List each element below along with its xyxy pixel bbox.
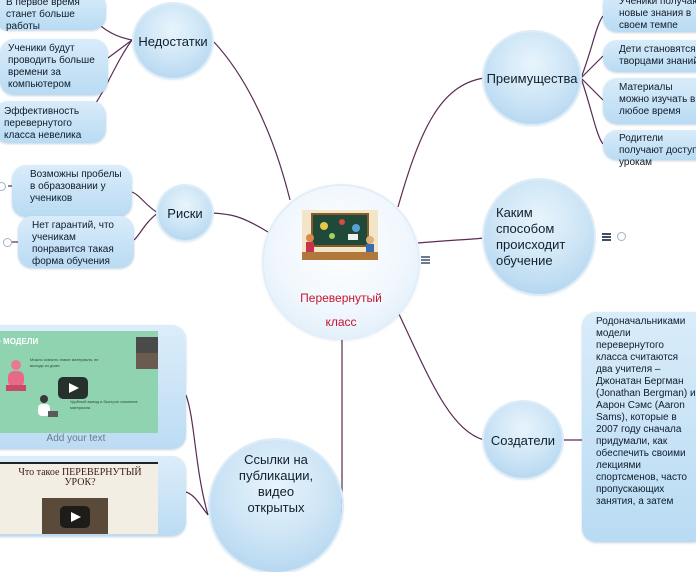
person-laptop-icon [38, 395, 58, 417]
links-label: Ссылки на публикации, видео открытых [238, 452, 314, 515]
link-center-kakim [417, 237, 485, 244]
kakim-node[interactable]: Каким способом происходит обучение [484, 180, 594, 294]
video-thumbnail-1[interactable]: • МОДЕЛИ Можно освоить новое материала, … [0, 331, 158, 433]
notes-icon[interactable] [421, 256, 430, 264]
nedostatki-label: Недостатки [138, 33, 208, 49]
preimushchestva-label: Преимущества [486, 70, 578, 86]
video-card-2[interactable]: Что такое ПЕРЕВЕРНУТЫЙ УРОК? [0, 456, 186, 536]
webcam-person-1 [136, 337, 158, 353]
central-title: Перевернутый класс [264, 286, 418, 334]
central-title-line2: класс [325, 315, 357, 329]
riski-item-1-text: Возможны пробелы в образовании у ученико… [30, 169, 122, 204]
link-pre-2 [580, 55, 604, 79]
sozdateli-label: Создатели [490, 432, 556, 448]
webcam-person-2 [136, 353, 158, 369]
nedostatki-item-3-text: Эффективность перевернутого класса невел… [4, 106, 82, 141]
riski-item-2-text: Нет гарантий, что ученикам понравится та… [32, 220, 114, 267]
riski-label: Риски [167, 205, 203, 221]
nedostatki-item-1-text: В первое время станет больше работы [6, 0, 80, 32]
preimushchestva-item-2[interactable]: Дети становятся творцами знаний [603, 40, 696, 72]
link-pre-1 [580, 15, 604, 79]
sozdateli-text[interactable]: Родоначальниками модели перевернутого кл… [582, 312, 696, 542]
link-center-preimushchestva [397, 77, 485, 208]
slide-text-1: Можно освоить новое материала, не выходя… [30, 357, 99, 368]
preimushchestva-item-1-text: Ученики получают новые знания в своем те… [619, 0, 696, 31]
nedostatki-item-3[interactable]: Эффективность перевернутого класса невел… [0, 101, 106, 143]
play-icon[interactable] [58, 377, 88, 399]
kakim-label: Каким способом происходит обучение [496, 205, 566, 268]
link-links-card2 [185, 491, 209, 516]
central-title-line1: Перевернутый [300, 291, 382, 305]
preimushchestva-item-1[interactable]: Ученики получают новые знания в своем те… [603, 0, 696, 32]
video-card-1-caption[interactable]: Add your text [46, 433, 106, 444]
nedostatki-item-1[interactable]: В первое время станет больше работы [0, 0, 106, 32]
sozdateli-text-content: Родоначальниками модели перевернутого кл… [596, 316, 696, 507]
connector-lines [8, 11, 604, 520]
notes-icon[interactable] [602, 233, 611, 241]
slide-title-2: Что такое ПЕРЕВЕРНУТЫЙ УРОК? [18, 467, 142, 488]
link-pre-3 [580, 77, 604, 101]
nedostatki-item-2-text: Ученики будут проводить больше времени з… [8, 43, 95, 90]
preimushchestva-item-2-text: Дети становятся творцами знаний [619, 44, 696, 67]
link-center-riski [211, 212, 269, 233]
link-links-card1 [185, 394, 209, 516]
riski-item-1[interactable]: Возможны пробелы в образовании у ученико… [12, 165, 132, 217]
link-ned-2 [107, 39, 133, 59]
preimushchestva-node[interactable]: Преимущества [484, 32, 580, 124]
video-card-1[interactable]: • МОДЕЛИ Можно освоить новое материала, … [0, 325, 186, 449]
link-riski-1 [131, 191, 159, 214]
collapse-port-icon[interactable] [3, 238, 12, 247]
collapse-port-icon[interactable] [0, 182, 6, 191]
riski-node[interactable]: Риски [158, 186, 212, 240]
sozdateli-node[interactable]: Создатели [484, 402, 562, 478]
classroom-illustration-icon [302, 210, 378, 260]
links-node[interactable]: Ссылки на публикации, видео открытых [210, 440, 342, 572]
link-pre-4 [580, 77, 604, 145]
play-icon[interactable] [60, 506, 90, 528]
nedostatki-item-2[interactable]: Ученики будут проводить больше времени з… [0, 39, 108, 95]
person-reading-icon [6, 360, 26, 391]
central-node[interactable]: Перевернутый класс [264, 186, 418, 338]
link-center-sozdateli [397, 311, 485, 441]
preimushchestva-item-4-text: Родители получают доступ к урокам [619, 133, 696, 168]
video-thumbnail-2[interactable]: Что такое ПЕРЕВЕРНУТЫЙ УРОК? [0, 462, 158, 534]
preimushchestva-item-3-text: Материалы можно изучать в любое время [619, 82, 696, 117]
link-center-nedostatki [213, 41, 291, 201]
preimushchestva-item-4[interactable]: Родители получают доступ к урокам [603, 130, 696, 168]
collapse-port-icon[interactable] [617, 232, 626, 241]
riski-item-2[interactable]: Нет гарантий, что ученикам понравится та… [18, 216, 134, 268]
slide-title: • МОДЕЛИ [0, 337, 39, 346]
nedostatki-node[interactable]: Недостатки [134, 4, 212, 78]
preimushchestva-item-3[interactable]: Материалы можно изучать в любое время [603, 78, 696, 124]
link-riski-2 [133, 212, 159, 241]
slide-text-2: Удобный вывод и быстрое освоение материа… [70, 399, 138, 410]
